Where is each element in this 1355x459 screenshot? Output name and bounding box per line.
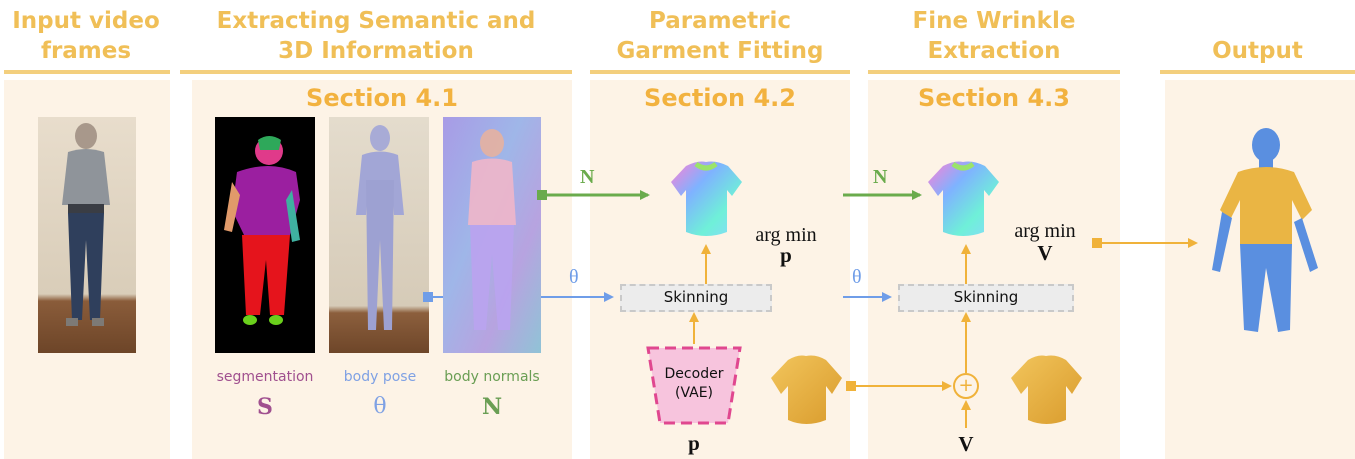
- objective-wrinkle: arg min: [1004, 220, 1086, 242]
- latent-variable-p: p: [688, 431, 700, 455]
- body-normals-render: [443, 117, 541, 353]
- arrow-label-theta: θ: [852, 266, 862, 288]
- stage-title-line: Fine Wrinkle: [912, 8, 1076, 34]
- stage-title-line: Garment Fitting: [616, 38, 824, 64]
- stage-title-line: Input video: [12, 8, 160, 34]
- objective-fit-variable: p: [780, 243, 792, 267]
- garment-normal-render: [671, 161, 742, 236]
- symbol-s: S: [257, 394, 273, 420]
- stage-title-line: 3D Information: [278, 38, 474, 64]
- segmentation-map: [215, 117, 315, 353]
- stage-title-extracting: Extracting Semantic and 3D Information: [180, 6, 572, 66]
- title-rule: [1160, 70, 1355, 74]
- arrow-origin-marker: [537, 190, 547, 200]
- section-label-4-3: Section 4.3: [918, 84, 1070, 112]
- stage-title-wrinkle: Fine Wrinkle Extraction: [868, 6, 1120, 66]
- decoder-title: Decoder: [664, 366, 724, 382]
- arrow-origin-marker: [1092, 238, 1102, 248]
- title-rule: [868, 70, 1120, 74]
- stage-title-line: Parametric: [648, 8, 792, 34]
- garment-normal-render-refined: [928, 161, 999, 236]
- arrow-origin-marker: [423, 292, 433, 302]
- objective-text: arg min: [1014, 220, 1076, 242]
- objective-text: arg min: [755, 224, 817, 246]
- template-garment: [1011, 355, 1082, 424]
- caption-body-normals: body normals: [444, 369, 540, 385]
- arrow-label-n: N: [873, 166, 888, 188]
- body-pose-render: [329, 117, 429, 353]
- sum-node: [953, 373, 979, 399]
- stage-title-line: Output: [1212, 38, 1303, 64]
- arrow-origin-marker: [846, 381, 856, 391]
- stage-title-line: Extracting Semantic and: [216, 8, 536, 34]
- objective-fit: arg min: [745, 224, 827, 246]
- symbol-theta: θ: [373, 394, 387, 419]
- title-rule: [590, 70, 850, 74]
- decoder-block: [646, 346, 742, 425]
- title-rule: [180, 70, 572, 74]
- stage-title-line: Extraction: [927, 38, 1061, 64]
- skinning-block: Skinning: [898, 284, 1074, 312]
- output-avatar: [1212, 128, 1318, 332]
- arrow-label-theta: θ: [569, 266, 579, 288]
- input-video-frame: [38, 117, 136, 353]
- panel-wrinkle: [868, 80, 1120, 459]
- caption-body-pose: body pose: [343, 369, 417, 385]
- section-label-4-2: Section 4.2: [644, 84, 796, 112]
- caption-segmentation: segmentation: [216, 369, 314, 385]
- decoder-label: Decoder (VAE): [652, 365, 736, 403]
- skinning-block: Skinning: [620, 284, 772, 312]
- objective-wrinkle-variable: V: [1037, 241, 1053, 265]
- stage-title-input: Input video frames: [0, 6, 172, 66]
- symbol-n: N: [482, 394, 503, 420]
- displacement-variable-v: V: [958, 432, 974, 456]
- title-rule: [4, 70, 170, 74]
- stage-title-line: frames: [40, 38, 132, 64]
- plus-symbol: +: [958, 375, 974, 396]
- stage-title-parametric: Parametric Garment Fitting: [590, 6, 850, 66]
- decoder-subtitle: (VAE): [674, 385, 714, 401]
- arrow-label-n: N: [580, 166, 595, 188]
- section-label-4-1: Section 4.1: [306, 84, 458, 112]
- stage-title-output: Output: [1160, 36, 1355, 66]
- template-garment: [771, 355, 842, 424]
